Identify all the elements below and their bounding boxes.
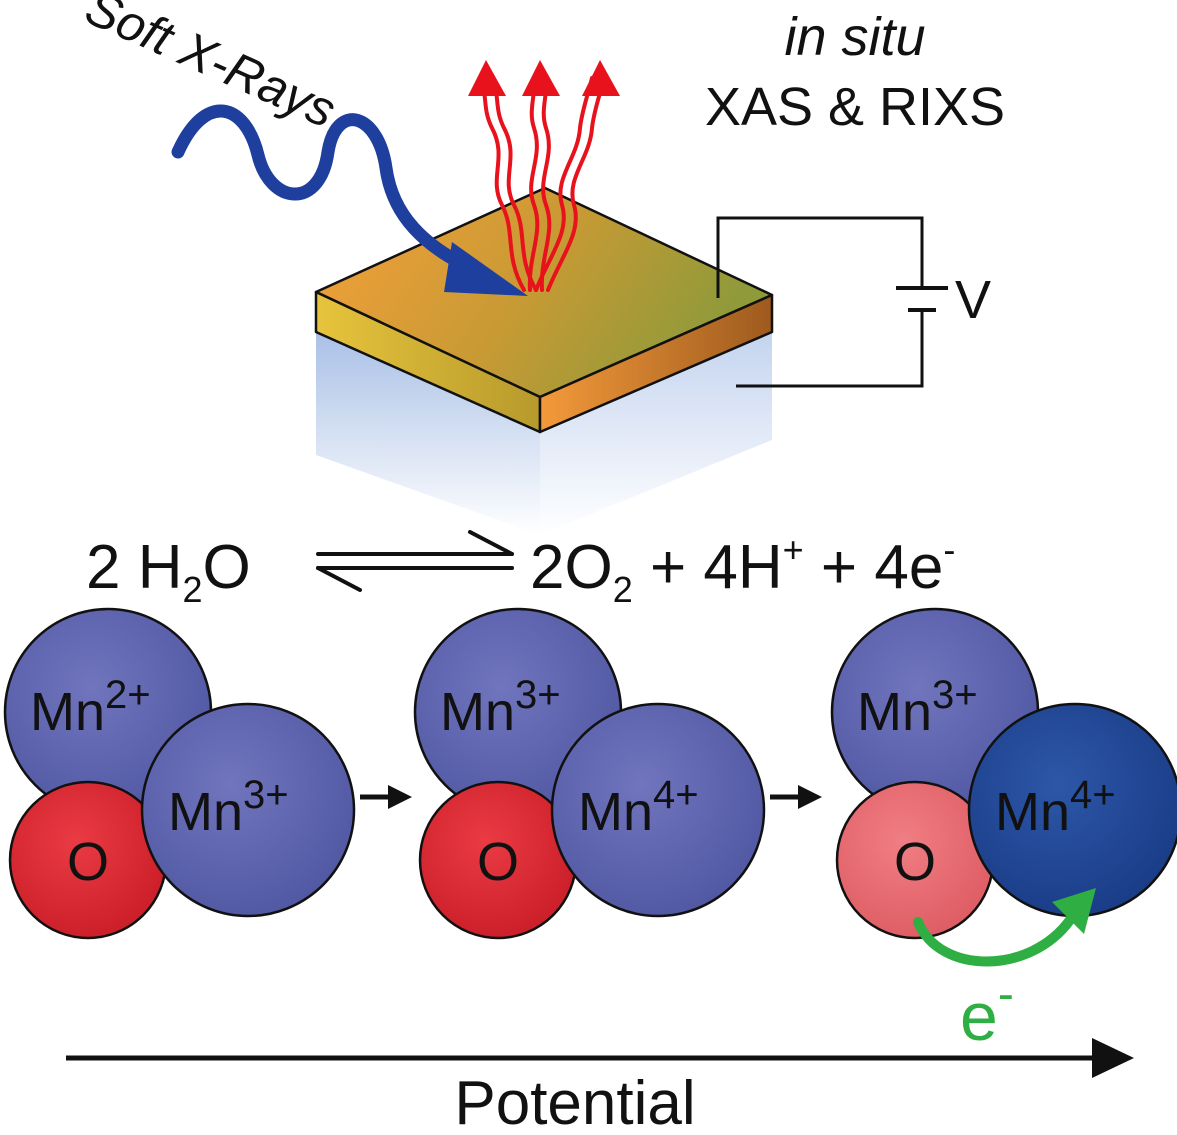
mn-right-sup-2: 4+ — [653, 773, 699, 817]
rhs-o2-sub: 2 — [613, 569, 633, 610]
in-situ-label: in situ — [784, 7, 925, 67]
mn-top-label-2: Mn3+ — [440, 673, 561, 742]
mn-top-sup-2: 3+ — [515, 673, 561, 717]
mn-top-base-2: Mn — [440, 682, 515, 742]
oxygen-label-3: O — [894, 832, 936, 892]
mn-top-base-1: Mn — [30, 682, 105, 742]
reaction-equation: 2 H2O 2O2 + 4H+ + 4e- — [86, 529, 955, 610]
mn-top-sup-3: 3+ — [932, 673, 978, 717]
potential-axis — [66, 1038, 1134, 1078]
mn-right-label-2: Mn4+ — [578, 773, 699, 842]
mn-right-label-3: Mn4+ — [995, 773, 1116, 842]
circuit — [716, 216, 948, 388]
stage-3 — [830, 607, 1177, 940]
rhs-plus1: + 4H — [633, 533, 783, 602]
emission-arrows — [478, 76, 606, 292]
oxygen-label-1: O — [67, 832, 109, 892]
mn-top-label-3: Mn3+ — [857, 673, 978, 742]
stage-1 — [3, 607, 356, 940]
oxygen-label-2: O — [477, 832, 519, 892]
emission-arrowheads — [468, 60, 620, 96]
equilibrium-arrow — [316, 530, 514, 592]
mn-right-sup-3: 4+ — [1070, 773, 1116, 817]
equation-rhs: 2O2 + 4H+ + 4e- — [530, 529, 955, 610]
mn-top-label-1: Mn2+ — [30, 673, 151, 742]
mn-right-sup-1: 3+ — [243, 773, 289, 817]
mn-top-base-3: Mn — [857, 682, 932, 742]
electron-sup: - — [998, 968, 1014, 1021]
lhs-coef: 2 H — [86, 533, 182, 602]
mn-right-base-3: Mn — [995, 782, 1070, 842]
mn-right-label-1: Mn3+ — [168, 773, 289, 842]
xray-beam — [171, 104, 528, 296]
mn-right-atom-2 — [550, 702, 766, 918]
mn-right-atom-1 — [140, 702, 356, 918]
voltage-label: V — [955, 270, 991, 330]
rhs-e-sup: - — [943, 529, 955, 570]
mn-right-base-1: Mn — [168, 782, 243, 842]
stage-arrow-1 — [360, 785, 412, 809]
electron-transfer-arrow — [913, 888, 1096, 967]
rhs-o2: 2O — [530, 533, 613, 602]
potential-label: Potential — [454, 1069, 695, 1135]
rhs-h-sup: + — [783, 529, 804, 570]
electron-label: e- — [960, 968, 1014, 1055]
xas-rixs-label: XAS & RIXS — [705, 77, 1005, 137]
lhs-tail: O — [203, 533, 251, 602]
stage-arrow-2 — [770, 785, 822, 809]
rhs-plus2: + 4e — [804, 533, 944, 602]
substrate — [316, 332, 772, 535]
lhs-sub: 2 — [182, 569, 202, 610]
stage-2 — [413, 607, 766, 940]
electron-base: e — [960, 979, 998, 1055]
mn-right-base-2: Mn — [578, 782, 653, 842]
mn-top-sup-1: 2+ — [105, 673, 151, 717]
equation-lhs: 2 H2O — [86, 533, 251, 610]
